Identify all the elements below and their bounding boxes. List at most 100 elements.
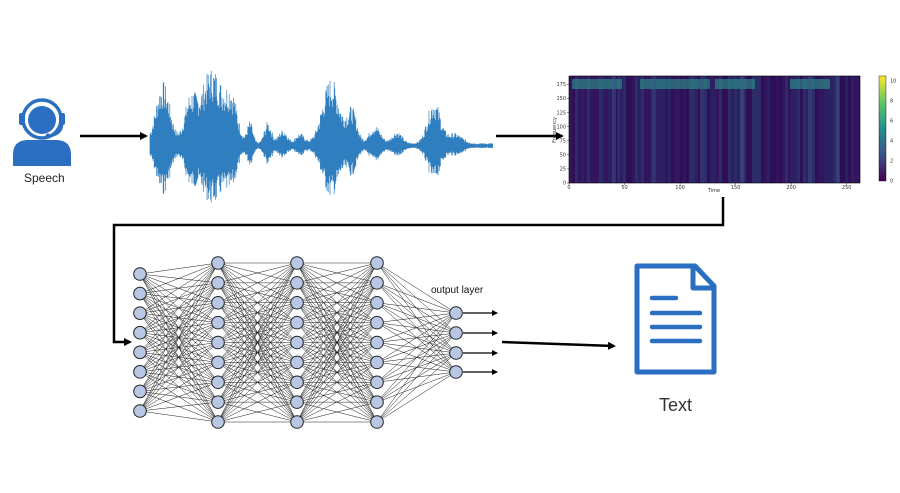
network-edge [376,302,457,373]
spectrogram-column [806,76,809,183]
spectrogram-column [827,76,830,183]
network-edge [296,401,378,423]
spectrogram-column [794,76,797,183]
spectrogram-column [779,76,782,183]
spectrogram-column [836,76,839,183]
spectrogram-band [572,79,622,89]
spectrogram-column [728,76,731,183]
network-edge [217,262,298,363]
network-node [211,315,225,330]
network-edge [139,262,219,412]
y-tick-label: 50 [560,153,566,159]
spectrogram-column [770,76,773,183]
spectrogram-column [671,76,674,183]
network-edge [296,322,378,423]
network-node [370,375,384,390]
spectrogram-column [650,76,653,183]
network-edge [139,262,219,314]
network-edge [376,282,457,373]
spectrogram-column [782,76,785,183]
spectrogram-column [593,76,596,183]
spectrogram-column [731,76,734,183]
network-edge [217,342,298,423]
spectrogram-column [668,76,671,183]
spectrogram-column [830,76,833,183]
network-edge [296,262,378,403]
network-edge [296,302,378,423]
colorbar-tick-label: 10 [890,79,896,85]
spectrogram-column [569,76,572,183]
network-edge [376,262,457,373]
spectrogram-column [815,76,818,183]
spectrogram-column [644,76,647,183]
spectrogram-column [842,76,845,183]
spectrogram-column [857,76,860,183]
spectrogram-column [692,76,695,183]
spectrogram-column [785,76,788,183]
headset-user-icon [13,98,71,166]
network-edge [217,262,298,383]
network-edge [296,362,378,423]
network-edge [296,342,378,423]
spectrogram-column [701,76,704,183]
network-edge [217,262,298,403]
spectrogram-column [854,76,857,183]
network-edge [296,262,378,303]
network-edge [217,262,298,284]
spectrogram-streak [652,76,656,183]
spectrogram-column [716,76,719,183]
network-node [211,256,225,270]
spectrogram-column [746,76,749,183]
network-edge [139,401,219,412]
spectrogram-streak [612,76,616,183]
spectrogram-column [764,76,767,183]
waveform-trace [149,70,493,203]
spectrogram-band [640,79,710,89]
network-node [211,335,225,350]
spectrogram-column [821,76,824,183]
spectrogram-column [638,76,641,183]
spectrogram-column [800,76,803,183]
spectrogram-column [851,76,854,183]
spectrogram-column [818,76,821,183]
network-edge [376,312,457,403]
arrow-network-to-text [501,340,616,350]
spectrogram-column [620,76,623,183]
network-edge [139,262,219,275]
network-node [290,256,304,270]
network-edge [139,262,219,333]
spectrogram-streak [740,76,744,183]
network-edge [139,322,219,412]
network-node [370,355,384,370]
spectrogram-column [812,76,815,183]
network-edge [376,302,457,314]
network-node [290,295,304,310]
network-edge [139,262,219,294]
colorbar-tick-label: 2 [890,159,893,165]
colorbar-tick-label: 0 [890,179,893,185]
y-tick-label: 175 [556,82,566,88]
network-node [370,256,384,270]
spectrogram-column [791,76,794,183]
x-tick-label: 100 [675,185,685,191]
network-node [133,306,147,320]
spectrogram-streak [808,76,812,183]
x-tick-label: 200 [786,185,796,191]
spectrogram-band [715,79,755,89]
spectrogram-column [584,76,587,183]
network-edge [296,282,378,423]
spectrogram-column [737,76,740,183]
spectrogram-column [587,76,590,183]
network-edge [376,371,457,403]
y-tick-label: 25 [560,167,566,173]
spectrogram-column [848,76,851,183]
spectrogram-column [839,76,842,183]
y-tick-label: 0 [563,181,566,187]
spectrogram-column [734,76,737,183]
spectrogram-column [698,76,701,183]
network-node [449,326,463,340]
network-edge [296,382,378,423]
network-edge [296,262,378,343]
